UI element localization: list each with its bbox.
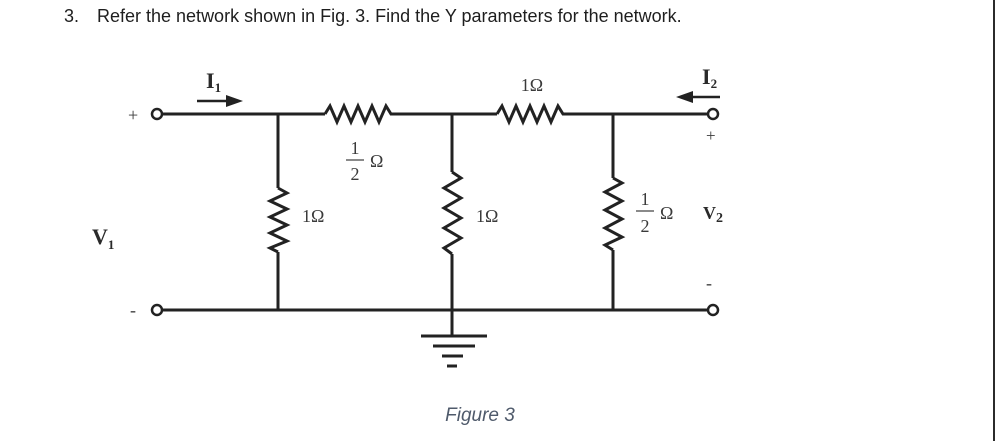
label-port2-plus: +	[706, 126, 716, 145]
resistor-series-half	[323, 102, 398, 126]
label-series-half: 1 2 Ω	[346, 138, 383, 184]
svg-text:1: 1	[351, 138, 360, 158]
page-border	[993, 0, 995, 441]
svg-text:Ω: Ω	[660, 203, 673, 223]
resistor-shunt-left	[266, 186, 291, 254]
label-series-one: 1Ω	[521, 75, 543, 95]
current-arrow-i2-icon	[676, 91, 720, 103]
ground-icon	[421, 334, 487, 368]
label-port1-plus: +	[128, 105, 138, 125]
label-v1: V1	[92, 224, 114, 252]
question-body: Refer the network shown in Fig. 3. Find …	[97, 6, 682, 26]
terminal-port2-plus	[706, 107, 720, 121]
label-i1: I1	[206, 68, 221, 95]
svg-text:2: 2	[641, 216, 650, 236]
label-port1-minus: -	[130, 300, 136, 320]
svg-text:1: 1	[641, 189, 650, 209]
svg-text:Ω: Ω	[370, 151, 383, 171]
resistor-series-one	[495, 102, 567, 126]
current-arrow-i1-icon	[197, 95, 243, 107]
label-v2: V2	[703, 203, 723, 226]
terminal-port2-minus	[706, 303, 720, 317]
question-number: 3.	[64, 6, 80, 26]
question-text: 3. Refer the network shown in Fig. 3. Fin…	[64, 6, 682, 27]
label-shunt-half: 1 2 Ω	[636, 189, 673, 236]
label-i2: I2	[702, 64, 717, 91]
label-port2-minus: -	[706, 273, 712, 293]
terminal-port1-plus	[150, 107, 164, 121]
label-shunt-left: 1Ω	[302, 206, 324, 226]
terminal-port1-minus	[150, 303, 164, 317]
figure-caption: Figure 3	[445, 405, 515, 426]
svg-text:2: 2	[351, 164, 360, 184]
label-shunt-middle: 1Ω	[476, 206, 498, 226]
resistor-shunt-middle	[441, 170, 464, 256]
resistor-shunt-right	[601, 176, 626, 252]
